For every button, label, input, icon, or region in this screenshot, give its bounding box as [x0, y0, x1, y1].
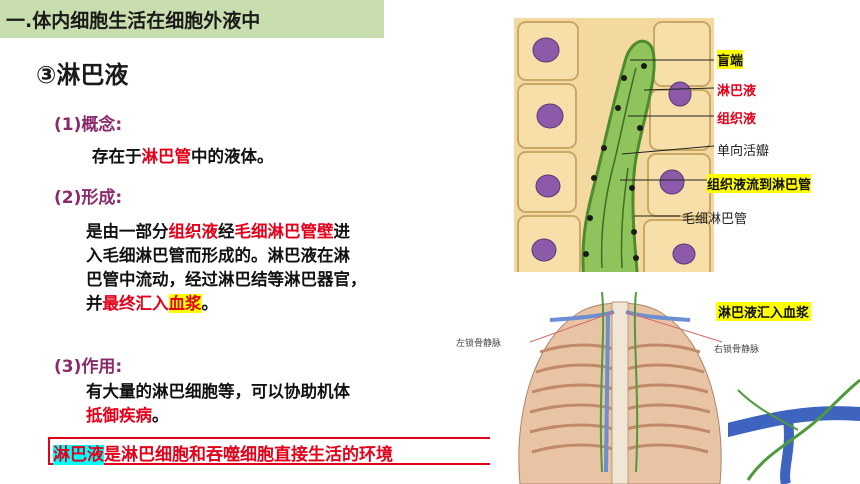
footer-rest: 是淋巴细胞和吞噬细胞直接生活的环境 — [104, 445, 393, 465]
label-capillary: 毛细淋巴管 — [682, 212, 748, 227]
label-tissue-fluid: 组织液 — [717, 112, 757, 127]
function-line-1: 有大量的淋巴细胞等，可以协助机体 — [86, 382, 350, 401]
function-label: (3)作用: — [54, 357, 123, 377]
plasma-highlight: 血浆 — [168, 294, 202, 313]
concept-suffix: 中的液体。 — [191, 147, 274, 166]
label-blind-end: 盲端 — [717, 50, 744, 69]
formation-line-3: 巴管中流动，经过淋巴结等淋巴器官， — [86, 270, 367, 289]
label-flow: 组织液流到淋巴管 — [707, 174, 812, 193]
concept-text: 存在于淋巴管中的液体。 — [92, 145, 274, 169]
concept-label: (1)概念: — [54, 115, 123, 135]
label-lymph: 淋巴液 — [717, 84, 757, 99]
label-one-way-valve: 单向活瓣 — [717, 144, 770, 159]
formation-label: (2)形成: — [54, 188, 123, 208]
lymph-capillary-diagram — [514, 18, 714, 282]
footer-text: 淋巴液是淋巴细胞和吞噬细胞直接生活的环境 — [53, 440, 393, 465]
function-text: 有大量的淋巴细胞等，可以协助机体 抵御疾病。 — [86, 380, 350, 428]
vein-closeup — [728, 370, 860, 484]
thorax-diagram — [490, 272, 750, 484]
footer-highlight: 淋巴液 — [53, 445, 104, 465]
title-bar — [0, 0, 384, 38]
concept-highlight: 淋巴管 — [141, 147, 192, 166]
label-left-vein: 左锁骨静脉 — [456, 339, 502, 349]
concept-prefix: 存在于 — [92, 147, 142, 166]
formation-line-4: 并最终汇入血浆。 — [86, 294, 218, 313]
label-right-vein: 右锁骨静脉 — [714, 345, 760, 355]
formation-line-2: 入毛细淋巴管而形成的。淋巴液在淋 — [86, 246, 350, 265]
label-into-plasma: 淋巴液汇入血浆 — [716, 302, 812, 321]
slide-title: 一.体内细胞生活在细胞外液中 — [6, 10, 261, 32]
section-heading: ③淋巴液 — [36, 61, 129, 89]
formation-line-1: 是由一部分组织液经毛细淋巴管壁进 — [86, 222, 350, 241]
function-line-2: 抵御疾病。 — [86, 406, 169, 425]
formation-text: 是由一部分组织液经毛细淋巴管壁进 入毛细淋巴管而形成的。淋巴液在淋 巴管中流动，… — [86, 220, 367, 316]
diagram-pointer-lines — [620, 59, 715, 217]
